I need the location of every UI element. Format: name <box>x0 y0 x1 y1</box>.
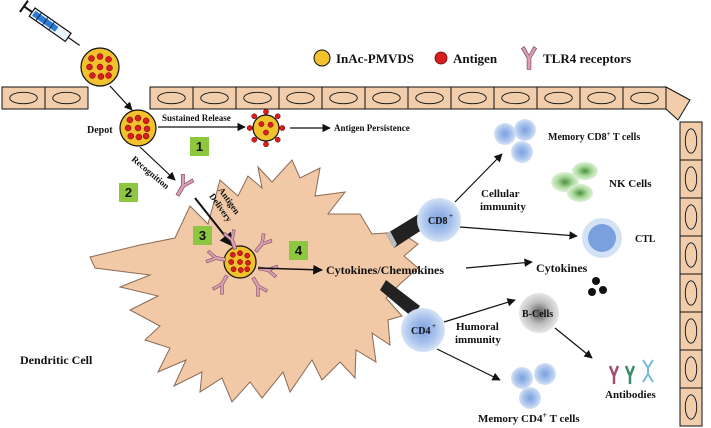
injection-arrow <box>109 85 133 111</box>
svg-text:3: 3 <box>199 228 206 243</box>
tlr4-receptor-icon <box>175 174 195 197</box>
cytokine-dots <box>588 277 607 296</box>
dendritic-cell-label: Dendritic Cell <box>20 353 93 367</box>
epithelial-cell <box>321 86 366 110</box>
antigen-delivery-arrow <box>194 197 234 248</box>
epithelial-cell <box>536 86 581 110</box>
cd8-sup: + <box>449 212 453 220</box>
svg-text:4: 4 <box>295 243 303 258</box>
cd4-to-bcell-arrow <box>443 298 516 323</box>
epithelial-cell <box>235 86 280 110</box>
step-4-box: 4 <box>289 241 308 260</box>
legend-antigen-label: Antigen <box>453 51 498 66</box>
antigen-persistence-label: Antigen Persistence <box>334 123 410 133</box>
b-cells-label: B-Cells <box>522 309 553 320</box>
legend-adjuvant-swatch <box>313 49 331 67</box>
bcell-to-antibody-arrow <box>554 327 593 359</box>
legend-antigen-swatch <box>434 51 448 65</box>
epithelial-cell <box>679 235 703 275</box>
svg-text:1: 1 <box>196 139 203 154</box>
depot-particle <box>119 109 157 147</box>
nk-cells <box>551 162 598 202</box>
svg-text:2: 2 <box>125 185 132 200</box>
cytokines-chemokines-label: Cytokines/Chemokines <box>326 263 444 277</box>
memory-cd4-label: Memory CD4+ T cells <box>478 411 580 425</box>
epithelial-cell <box>192 86 237 110</box>
cd4-label: CD4 <box>411 326 430 337</box>
antibodies-icon <box>608 359 654 384</box>
epithelial-cell <box>679 349 703 389</box>
cd4-sup: + <box>432 322 436 330</box>
epithelial-cell <box>364 86 409 110</box>
epithelial-cell <box>679 121 703 161</box>
legend-tlr4-icon <box>520 46 538 70</box>
ctl-cell <box>582 218 622 258</box>
depot-label: Depot <box>87 125 113 136</box>
cellular-immunity-label-2: immunity <box>480 201 526 213</box>
step-3-box: 3 <box>193 226 212 245</box>
epithelial-cell <box>622 86 667 110</box>
memory-cd8-label: Memory CD8+ T cells <box>548 130 640 143</box>
legend-receptor-label: TLR4 receptors <box>543 51 631 66</box>
epithelial-cell <box>493 86 538 110</box>
nk-cells-label: NK Cells <box>609 178 652 190</box>
epithelial-cell <box>679 197 703 237</box>
cellular-immunity-label-1: Cellular <box>481 188 520 200</box>
epithelial-cell <box>149 86 194 110</box>
syringe-icon <box>19 0 80 46</box>
antibodies-label: Antibodies <box>605 389 656 401</box>
epithelial-cell <box>679 311 703 351</box>
cd4-to-memory-arrow <box>436 348 501 381</box>
ctl-label: CTL <box>635 234 656 245</box>
cd4-cell: CD4 + <box>401 308 445 352</box>
cd8-to-ctl-arrow <box>459 226 578 240</box>
epithelial-cell <box>679 159 703 199</box>
cd8-label: CD8 <box>428 216 447 227</box>
epithelial-cell <box>679 273 703 313</box>
to-cytokines-arrow <box>465 258 533 269</box>
epithelial-cell <box>44 86 89 110</box>
step-1-box: 1 <box>190 137 209 156</box>
cd8-to-memory-arrow <box>454 153 503 203</box>
tlr4-receptor-cluster <box>205 229 279 297</box>
epithelial-cell <box>450 86 495 110</box>
memory-cd4-cells <box>511 363 556 409</box>
injected-particle <box>80 47 120 87</box>
epithelial-cell <box>679 387 703 427</box>
internalized-particle <box>223 245 257 279</box>
epithelial-cell <box>579 86 624 110</box>
epithelium-layer <box>1 86 703 427</box>
step-2-box: 2 <box>119 183 138 202</box>
memory-cd8-cells <box>494 119 536 163</box>
cd4-connector <box>380 280 420 317</box>
epithelial-cell <box>407 86 452 110</box>
epithelial-cell <box>278 86 323 110</box>
legend-adjuvant-label: InAc-PMVDS <box>336 51 414 66</box>
sustained-release-label: Sustained Release <box>162 113 231 123</box>
cytokines-label: Cytokines <box>536 261 588 275</box>
cytokine-arrow <box>257 264 323 275</box>
legend: InAc-PMVDS Antigen TLR4 receptors <box>313 46 631 70</box>
cd8-cell: CD8 + <box>417 198 461 242</box>
humoral-immunity-label-2: immunity <box>455 334 501 346</box>
released-particle <box>246 108 286 148</box>
epithelial-cell <box>1 86 46 110</box>
humoral-immunity-label-1: Humoral <box>456 321 499 333</box>
b-cell: B-Cells <box>519 293 559 333</box>
recognition-arrow <box>139 146 176 181</box>
